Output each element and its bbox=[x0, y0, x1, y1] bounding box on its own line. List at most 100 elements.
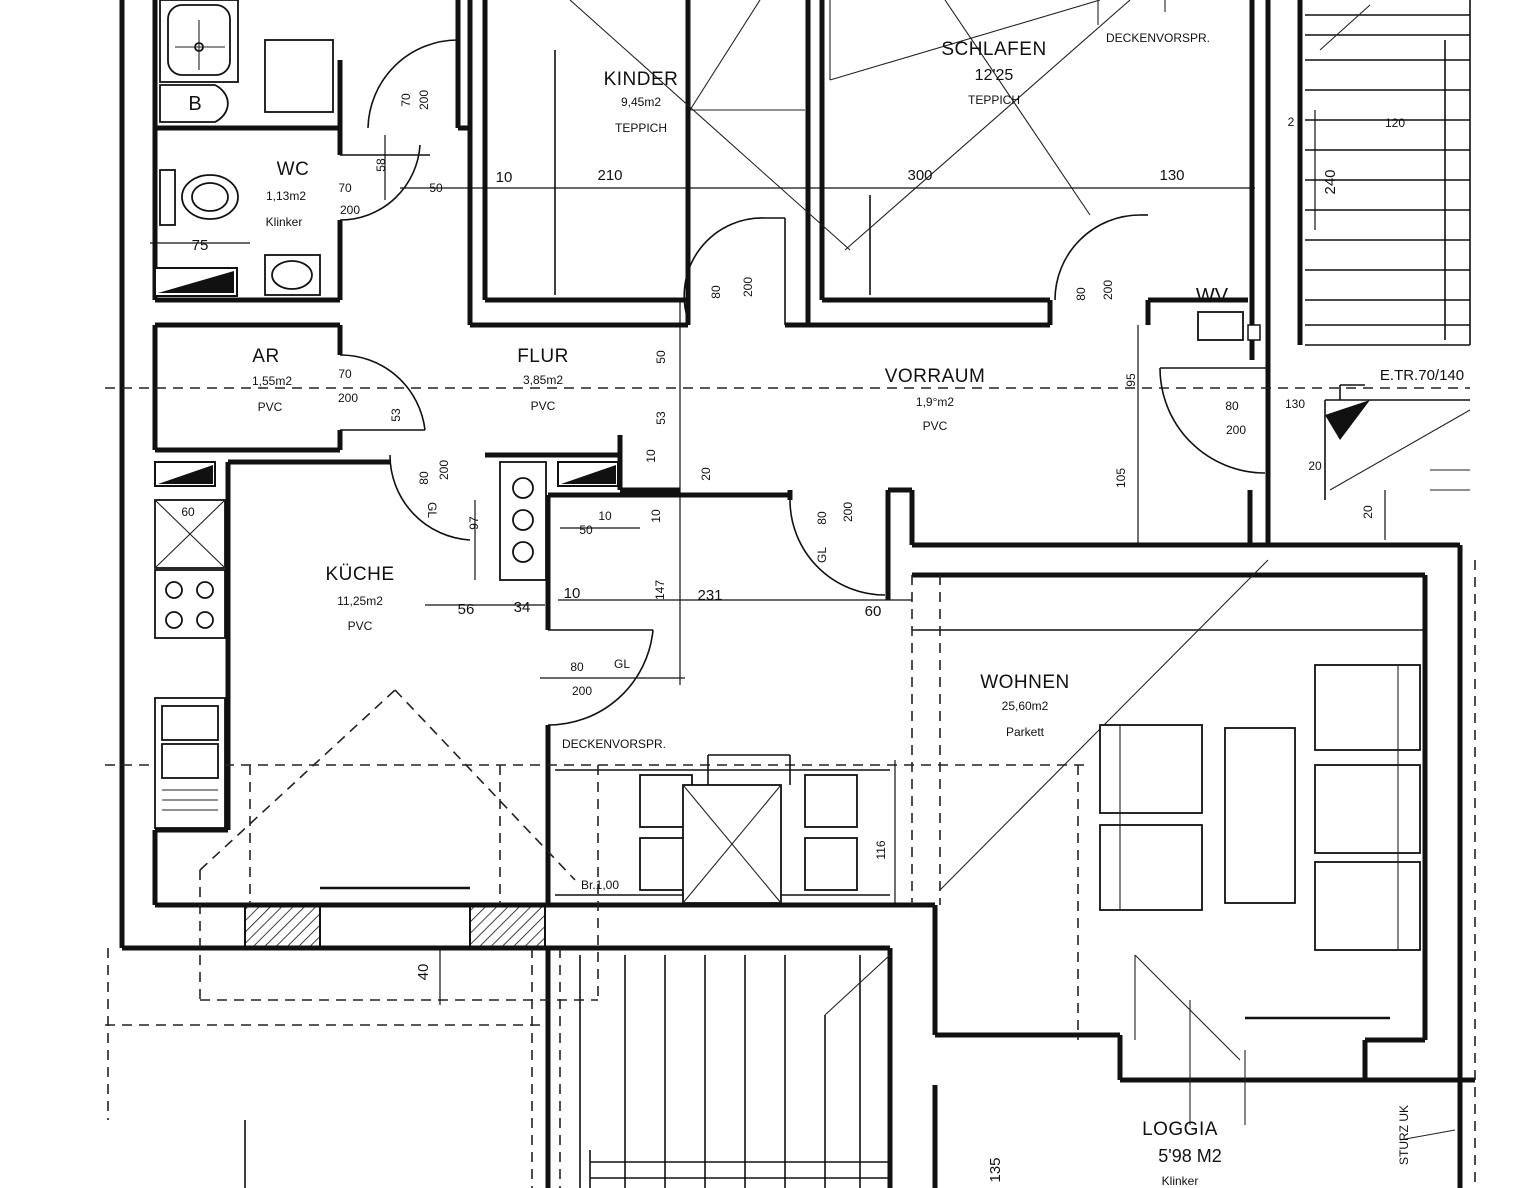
room-wc-name: WC bbox=[277, 159, 310, 180]
dim-200-ku2: 200 bbox=[572, 684, 592, 698]
dim-2: 2 bbox=[1288, 115, 1295, 129]
room-schlafen-floor: TEPPICH bbox=[968, 93, 1020, 107]
dim-130: 130 bbox=[1159, 167, 1184, 184]
dim-53-ar: 53 bbox=[389, 408, 403, 422]
dim-75: 75 bbox=[192, 237, 209, 254]
label-gl-3: GL bbox=[815, 547, 829, 563]
stairs-top bbox=[1305, 0, 1471, 345]
column-left bbox=[244, 904, 321, 949]
dimension-labels: 10 210 300 130 70 200 58 70 200 50 75 70… bbox=[181, 90, 1405, 1183]
room-loggia-floor: Klinker bbox=[1162, 1174, 1199, 1188]
dim-50-wc: 50 bbox=[429, 181, 443, 195]
dim-80-ku: 80 bbox=[417, 471, 431, 485]
dim-97: 97 bbox=[467, 516, 481, 530]
room-kinder-name: KINDER bbox=[604, 69, 679, 90]
room-kueche-floor: PVC bbox=[348, 619, 373, 633]
dim-50-ku: 50 bbox=[579, 523, 593, 537]
dim-200-vr: 200 bbox=[1226, 423, 1246, 437]
toilet-tank bbox=[159, 169, 176, 226]
dim-20-flur: 20 bbox=[699, 467, 713, 481]
dim-80-vr: 80 bbox=[1225, 399, 1239, 413]
doors bbox=[339, 39, 1268, 726]
dim-200-k: 200 bbox=[741, 277, 755, 297]
washing-machine bbox=[264, 39, 334, 113]
label-deckenvorsprung-top: DECKENVORSPR. bbox=[1106, 31, 1210, 45]
dim-231: 231 bbox=[697, 587, 722, 604]
dim-240: 240 bbox=[1322, 169, 1339, 194]
label-wv: WV bbox=[1196, 285, 1229, 307]
room-ar-name: AR bbox=[252, 346, 279, 367]
sofa-seat-1 bbox=[1099, 724, 1203, 814]
dim-10-b: 10 bbox=[598, 509, 612, 523]
dim-20-st: 20 bbox=[1308, 459, 1322, 473]
room-kueche-area: 11,25m2 bbox=[337, 594, 383, 608]
room-schlafen-area: 12'25 bbox=[975, 67, 1014, 84]
label-entry-door: E.TR.70/140 bbox=[1380, 367, 1464, 384]
dim-53-flur: 53 bbox=[654, 411, 668, 425]
room-flur-floor: PVC bbox=[531, 399, 556, 413]
room-loggia-name: LOGGIA bbox=[1142, 1119, 1218, 1140]
dimension-lines bbox=[150, 110, 1386, 1005]
dining-chair-3 bbox=[804, 774, 858, 828]
dim-80-ku2: 80 bbox=[570, 660, 584, 674]
dim-40: 40 bbox=[415, 964, 432, 981]
dashed-lines bbox=[105, 387, 1476, 1188]
stairs-bottom bbox=[244, 954, 891, 1188]
room-labels: KINDER 9,45m2 TEPPICH SCHLAFEN 12'25 TEP… bbox=[252, 39, 1222, 1188]
dim-116: 116 bbox=[874, 840, 888, 859]
room-ar-area: 1,55m2 bbox=[252, 374, 292, 388]
label-gl-2: GL bbox=[614, 657, 630, 671]
dim-70-wc: 70 bbox=[338, 181, 352, 195]
dim-70-bad: 70 bbox=[399, 93, 413, 107]
dim-34: 34 bbox=[514, 599, 531, 616]
dim-10-c: 10 bbox=[649, 509, 663, 523]
plan-notes: DECKENVORSPR. DECKENVORSPR. WV E.TR.70/1… bbox=[425, 31, 1464, 1165]
dim-56: 56 bbox=[458, 601, 475, 618]
dim-200-wc: 200 bbox=[340, 203, 360, 217]
room-flur-area: 3,85m2 bbox=[523, 373, 563, 387]
dim-95: 95 bbox=[1124, 373, 1138, 387]
dim-80-w: 80 bbox=[815, 511, 829, 525]
room-flur-name: FLUR bbox=[517, 346, 569, 367]
room-vorraum-area: 1,9°m2 bbox=[916, 395, 954, 409]
label-sturz: STURZ UK bbox=[1397, 1105, 1411, 1165]
room-wohnen-name: WOHNEN bbox=[980, 672, 1070, 693]
label-gl-1: GL bbox=[425, 502, 439, 518]
room-ar-floor: PVC bbox=[258, 400, 283, 414]
dim-105: 105 bbox=[1114, 468, 1128, 488]
dim-200-ku: 200 bbox=[437, 460, 451, 480]
room-wc-area: 1,13m2 bbox=[266, 189, 306, 203]
dim-120: 120 bbox=[1385, 116, 1405, 130]
coffee-table bbox=[1224, 727, 1296, 904]
room-wohnen-floor: Parkett bbox=[1006, 725, 1045, 739]
interior-lines bbox=[320, 34, 1470, 1020]
walls bbox=[119, 0, 1475, 1188]
dim-10-ku: 10 bbox=[564, 585, 581, 602]
dim-147: 147 bbox=[653, 580, 667, 600]
bath-symbol: B bbox=[188, 93, 201, 115]
dim-130-vr: 130 bbox=[1285, 397, 1305, 411]
dim-60-w: 60 bbox=[865, 603, 882, 620]
room-schlafen-name: SCHLAFEN bbox=[941, 39, 1046, 60]
room-wohnen-area: 25,60m2 bbox=[1002, 699, 1049, 713]
dim-80-s: 80 bbox=[1074, 287, 1088, 301]
dim-200-bad: 200 bbox=[417, 90, 431, 110]
dim-60-ku: 60 bbox=[181, 505, 195, 519]
room-vorraum-floor: PVC bbox=[923, 419, 948, 433]
stove bbox=[154, 569, 226, 639]
label-parapet: Br.1,00 bbox=[581, 878, 619, 892]
room-kinder-floor: TEPPICH bbox=[615, 121, 667, 135]
dim-58: 58 bbox=[374, 158, 388, 172]
sofa-seat-2 bbox=[1099, 824, 1203, 911]
dim-50-flur: 50 bbox=[654, 350, 668, 364]
sofa-seat-5 bbox=[1314, 861, 1421, 951]
dim-70-ar: 70 bbox=[338, 367, 352, 381]
room-kueche-name: KÜCHE bbox=[325, 564, 394, 585]
fixtures: B bbox=[154, 0, 1471, 951]
dim-10-a: 10 bbox=[496, 169, 513, 186]
dim-80-k: 80 bbox=[709, 285, 723, 299]
room-kinder-area: 9,45m2 bbox=[621, 95, 661, 109]
dim-10-flur: 10 bbox=[644, 449, 658, 463]
